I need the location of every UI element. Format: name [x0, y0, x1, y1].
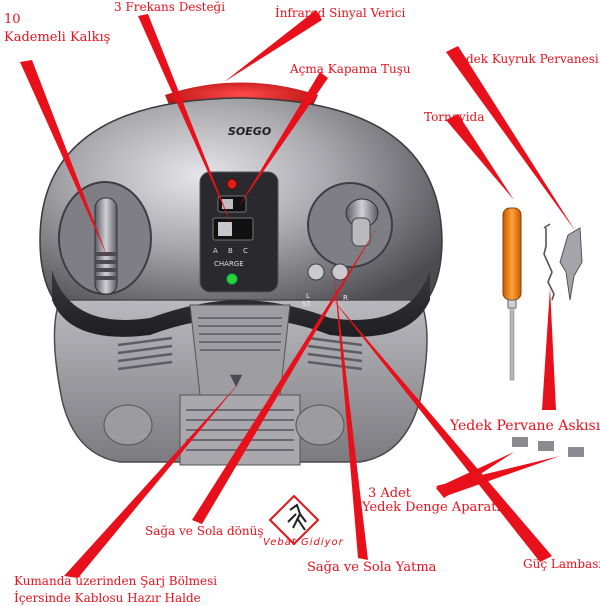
trim-label-l: L [306, 292, 310, 300]
balance-part-2 [538, 441, 554, 451]
trim-label-st: ST. [302, 300, 312, 308]
pointer-denge-1 [436, 456, 560, 496]
compartment-ridges [198, 317, 282, 351]
frequency-switch-slider[interactable] [218, 222, 232, 236]
pointer-infrared [224, 10, 322, 82]
left-foot [103, 404, 153, 446]
throttle-stick-grip [95, 252, 117, 280]
power-switch-slider[interactable] [222, 199, 233, 209]
callout-pointers [20, 10, 576, 578]
charge-led [226, 273, 238, 285]
remote-dark-band [52, 270, 430, 337]
switch-letter-a: A [213, 247, 218, 255]
pointer-saga-sola-yatma [334, 272, 368, 560]
label-sarj-bolmesi: Kumanda üzerinden Şarj Bölmesi [14, 574, 218, 588]
trim-label-r: R [343, 294, 348, 302]
label-denge-adet: 3 Adet [368, 486, 412, 501]
charge-label: CHARGE [214, 260, 244, 268]
spare-blade-hanger [543, 223, 555, 301]
trim-button-right[interactable] [331, 263, 349, 281]
label-guc-lambasi: Güç Lambası [523, 557, 600, 571]
pointer-yedek-kuyruk [446, 46, 576, 232]
left-grille [117, 336, 173, 371]
label-yedek-kuyruk: Yedek Kuyruk Pervanesi [452, 52, 599, 66]
right-foot [295, 404, 345, 446]
trim-button-left[interactable] [307, 263, 325, 281]
logo [268, 494, 320, 546]
label-yedek-pervane-askisi: Yedek Pervane Askısı [450, 418, 600, 434]
direction-stick-shaft [351, 217, 371, 247]
switch-letter-c: C [243, 247, 248, 255]
label-infrared: İnfrared Sinyal Verici [275, 6, 406, 20]
label-kademeli-kalkis: Kademeli Kalkış [4, 30, 111, 45]
pointer-frekans [138, 14, 232, 226]
switch-letter-b: B [228, 247, 233, 255]
balance-part-3 [568, 447, 584, 457]
label-tornavida: Tornavida [424, 110, 485, 124]
label-saga-sola-donus: Sağa ve Sola dönüş [145, 524, 264, 538]
pointer-saga-sola-donus [192, 226, 378, 524]
right-grille [307, 336, 363, 371]
compartment-arrow-icon: ▼ [230, 370, 243, 389]
pointer-acma-kapama [238, 72, 328, 208]
right-stick-pod [307, 182, 393, 268]
spare-tail-propeller [559, 227, 583, 301]
power-led [226, 178, 238, 190]
balance-part-1 [512, 437, 528, 447]
logo-text: Vebat Gidiyor [263, 537, 344, 548]
label-frekans: 3 Frekans Desteği [114, 0, 226, 14]
label-sarj-kablosu: İçersinde Kablosu Hazır Halde [14, 591, 201, 605]
charge-slot-ridges [186, 409, 294, 451]
label-kademeli-kalkis-number: 10 [4, 12, 21, 27]
screwdriver [502, 207, 522, 381]
label-acma-kapama: Açma Kapama Tuşu [290, 62, 411, 76]
pointer-sarj-bolmesi [64, 382, 240, 578]
remote-control: SOEGO A B C CHARGE L ST. R [39, 82, 443, 466]
pointer-tornavida [446, 114, 514, 200]
label-denge-aparati: Yedek Denge Aparatı [362, 500, 501, 515]
brand-logo: SOEGO [228, 125, 271, 138]
label-saga-sola-yatma: Sağa ve Sola Yatma [307, 560, 437, 575]
pointer-kademeli-kalkis [20, 60, 108, 258]
pointer-pervane-askisi [542, 288, 556, 410]
pointer-guc-lambasi [330, 296, 552, 562]
